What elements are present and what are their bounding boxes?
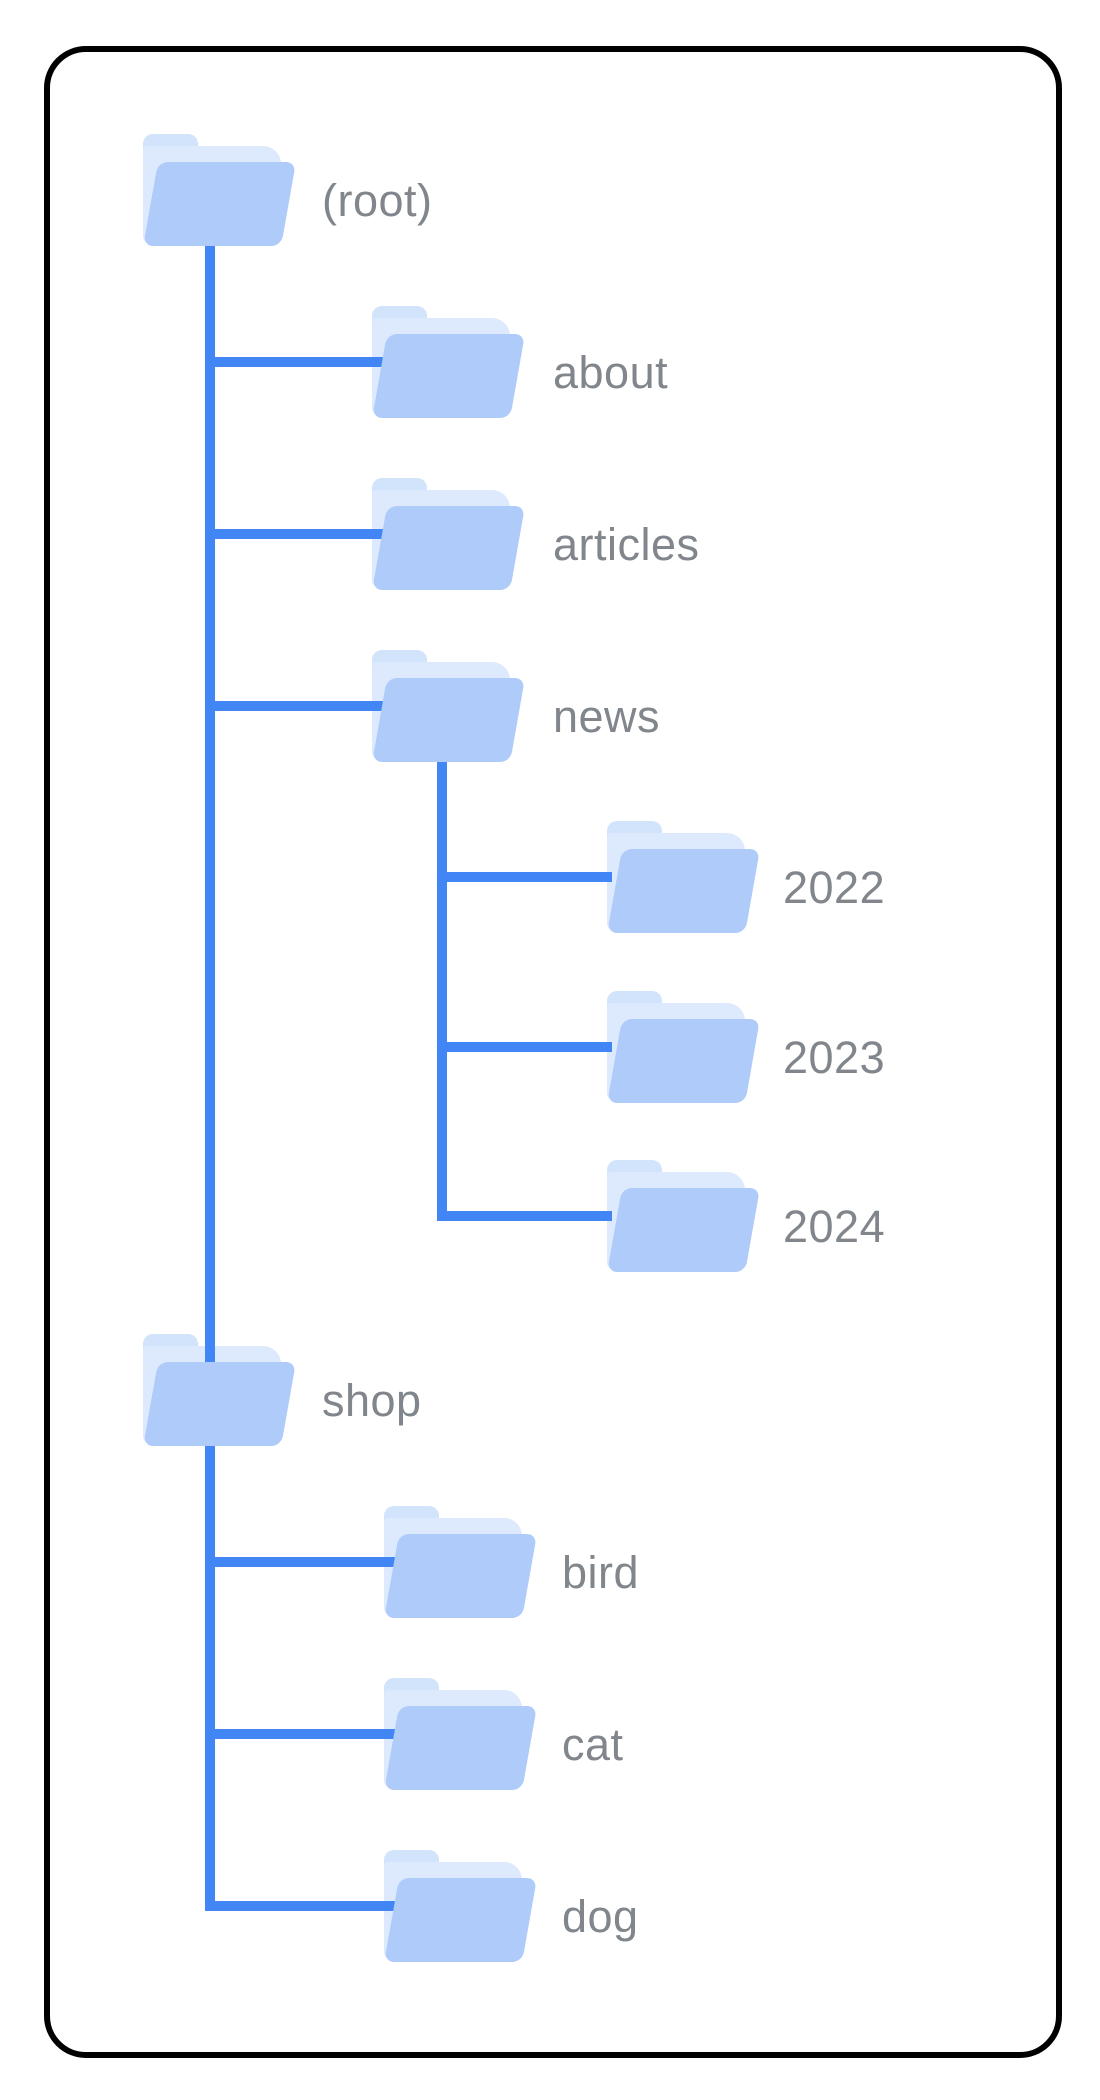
node-label-news: news (553, 691, 661, 742)
connector-2024 (437, 1211, 612, 1221)
folder-front (607, 1188, 760, 1272)
folder-icon-cat (379, 1678, 537, 1790)
folder-front (143, 162, 296, 246)
node-label-about: about (553, 347, 669, 398)
node-label-cat: cat (562, 1719, 624, 1770)
diagram-frame (44, 46, 1062, 2058)
folder-icon-dog (379, 1850, 537, 1962)
folder-icon-bird (379, 1506, 537, 1618)
node-label-2022: 2022 (783, 862, 886, 913)
node-label-2023: 2023 (783, 1032, 886, 1083)
node-label-articles: articles (553, 519, 700, 570)
node-label-2024: 2024 (783, 1201, 886, 1252)
node-label-dog: dog (562, 1891, 639, 1942)
folder-icon-2024 (602, 1160, 760, 1272)
node-label-bird: bird (562, 1547, 640, 1598)
connector-trunk-root (205, 245, 215, 1911)
folder-icon-2022 (602, 821, 760, 933)
connector-trunk-news (437, 750, 447, 1221)
connector-dog (205, 1901, 415, 1911)
folder-front (607, 849, 760, 933)
node-label-root: (root) (322, 175, 433, 226)
folder-icon-about (367, 306, 525, 418)
folder-front (372, 678, 525, 762)
connector-news (205, 701, 400, 711)
folder-icon-shop (138, 1334, 296, 1446)
connector-bird (205, 1557, 415, 1567)
folder-front (372, 506, 525, 590)
folder-front (384, 1534, 537, 1618)
folder-icon-news (367, 650, 525, 762)
folder-front (143, 1362, 296, 1446)
folder-icon-root (138, 134, 296, 246)
folder-icon-2023 (602, 991, 760, 1103)
connector-2023 (437, 1042, 612, 1052)
folder-front (372, 334, 525, 418)
connector-cat (205, 1729, 415, 1739)
connector-2022 (437, 872, 612, 882)
folder-front (607, 1019, 760, 1103)
connector-about (205, 357, 400, 367)
folder-icon-articles (367, 478, 525, 590)
connector-articles (205, 529, 400, 539)
folder-front (384, 1706, 537, 1790)
folder-front (384, 1878, 537, 1962)
node-label-shop: shop (322, 1375, 422, 1426)
